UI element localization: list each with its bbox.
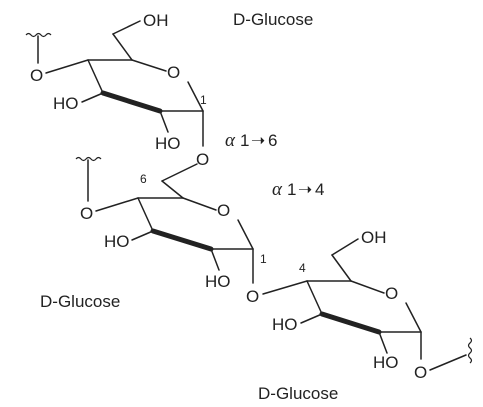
ring-oxygen: O — [167, 63, 180, 82]
bond-bold — [319, 311, 382, 335]
bond — [131, 230, 154, 241]
bond — [187, 81, 204, 112]
bond — [350, 280, 385, 294]
glucose-residue-bottom: O OH 4 HO HO O D-Glucose — [258, 228, 473, 403]
ring-oxygen: O — [385, 284, 398, 303]
bond — [210, 248, 220, 271]
bond — [95, 197, 139, 212]
bond — [112, 33, 133, 61]
bond — [131, 59, 167, 72]
atom-ho-c2: HO — [155, 134, 181, 153]
residue-name-middle: D-Glucose — [40, 292, 120, 311]
bond — [262, 280, 308, 295]
bond — [161, 163, 198, 182]
wavy-chain-end-bottom — [467, 337, 473, 364]
glycosidic-oxygen-1-6: O — [196, 150, 209, 169]
bond — [237, 219, 254, 250]
bond — [331, 254, 352, 282]
bond — [331, 238, 359, 256]
carbon-number-4: 4 — [299, 261, 306, 275]
atom-ho-c3: HO — [104, 232, 130, 251]
glycosidic-oxygen-1-4: O — [246, 287, 259, 306]
bond — [405, 302, 422, 333]
bond — [45, 59, 89, 74]
carbon-number-6: 6 — [140, 172, 147, 186]
atom-o-c4: O — [80, 204, 93, 223]
glucose-residue-middle: O O 6 HO HO 1 D-Glucose — [40, 156, 267, 311]
linkage-from: 1 — [240, 131, 249, 150]
bond — [378, 331, 388, 354]
linkage-label-alpha-1-4: α 1 ➝ 4 — [272, 179, 324, 200]
bond — [81, 92, 104, 103]
glucose-residue-top: O O OH HO HO 1 D-Glucose — [25, 10, 313, 153]
linkage-to: 4 — [315, 180, 324, 199]
arrow-icon: ➝ — [298, 180, 312, 199]
atom-ho-c2: HO — [373, 353, 399, 372]
bond — [112, 20, 141, 35]
atom-ho-c3: HO — [272, 315, 298, 334]
residue-name-bottom: D-Glucose — [258, 384, 338, 403]
bond — [300, 313, 323, 324]
bond — [161, 180, 184, 199]
atom-ho-c2: HO — [205, 272, 231, 291]
bond — [182, 197, 217, 211]
wavy-chain-end-top — [25, 32, 52, 38]
alpha-symbol: α — [225, 130, 236, 151]
ring-oxygen: O — [217, 201, 230, 220]
bond — [306, 280, 323, 315]
arrow-icon: ➝ — [251, 131, 265, 150]
bond — [429, 354, 467, 371]
atom-ho-c3: HO — [53, 94, 79, 113]
bond-bold — [100, 90, 163, 114]
linkage-to: 6 — [268, 131, 277, 150]
bond — [87, 59, 104, 94]
wavy-chain-end-middle — [75, 156, 102, 162]
atom-oh-c6: OH — [143, 11, 169, 30]
bond — [137, 197, 154, 232]
atom-o-c4: O — [30, 66, 43, 85]
atom-oh-c6: OH — [361, 228, 387, 247]
carbon-number-1: 1 — [260, 252, 267, 266]
anomeric-oxygen: O — [414, 363, 427, 382]
bond-bold — [150, 228, 214, 252]
alpha-symbol: α — [272, 179, 283, 200]
linkage-label-alpha-1-6: α 1 ➝ 6 — [225, 130, 277, 151]
linkage-from: 1 — [287, 180, 296, 199]
carbon-number-1: 1 — [200, 93, 207, 107]
residue-name-top: D-Glucose — [233, 10, 313, 29]
bond — [159, 110, 169, 133]
